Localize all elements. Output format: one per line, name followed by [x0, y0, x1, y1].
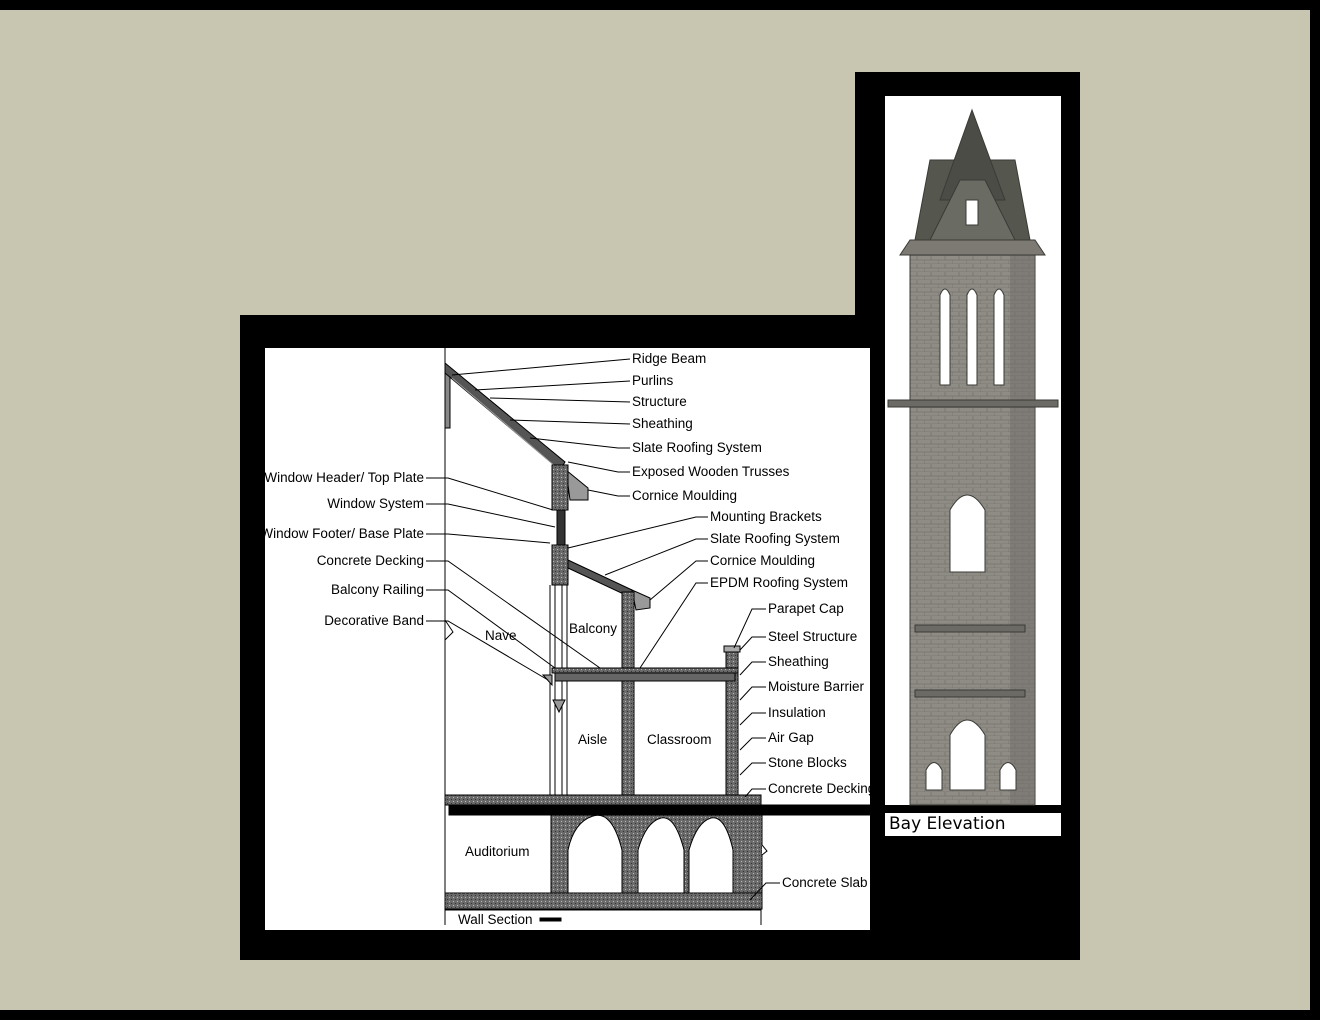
label-stone-blocks: Stone Blocks	[768, 755, 847, 770]
label-balcony-railing: Balcony Railing	[330, 582, 424, 597]
wall-section-title: Wall Section	[458, 912, 533, 927]
label-insulation: Insulation	[768, 705, 826, 720]
label-sheathing-2: Sheathing	[768, 654, 829, 669]
label-parapet-cap: Parapet Cap	[768, 601, 844, 616]
label-concrete-decking-2: Concrete Decking	[768, 781, 870, 796]
label-steel-structure: Steel Structure	[768, 629, 858, 644]
label-structure: Structure	[632, 394, 687, 409]
label-slate-roofing-2: Slate Roofing System	[710, 531, 840, 546]
label-sheathing: Sheathing	[632, 416, 693, 431]
label-concrete-slab: Concrete Slab	[782, 875, 868, 890]
label-cornice-moulding-2: Cornice Moulding	[710, 553, 816, 568]
label-window-footer: Window Footer/ Base Plate	[265, 526, 424, 541]
room-balcony: Balcony	[569, 621, 618, 636]
room-aisle: Aisle	[578, 732, 608, 747]
label-purlins: Purlins	[632, 373, 674, 388]
label-ridge-beam: Ridge Beam	[632, 351, 707, 366]
label-mounting-brackets: Mounting Brackets	[710, 509, 822, 524]
label-decorative-band: Decorative Band	[324, 613, 424, 628]
label-air-gap: Air Gap	[768, 730, 814, 745]
room-classroom: Classroom	[647, 732, 712, 747]
label-slate-roofing: Slate Roofing System	[632, 440, 762, 455]
room-nave: Nave	[485, 628, 517, 643]
label-concrete-decking: Concrete Decking	[316, 553, 424, 568]
label-window-header: Window Header/ Top Plate	[265, 470, 424, 485]
bay-elevation-title: Bay Elevation	[889, 814, 1006, 834]
label-cornice-moulding: Cornice Moulding	[632, 488, 738, 503]
label-window-system: Window System	[327, 496, 424, 511]
room-auditorium: Auditorium	[465, 844, 530, 859]
bay-elevation-caption: Bay Elevation	[885, 813, 1061, 836]
label-epdm-roofing: EPDM Roofing System	[710, 575, 849, 590]
label-moisture-barrier: Moisture Barrier	[768, 679, 865, 694]
label-exposed-trusses: Exposed Wooden Trusses	[632, 464, 790, 479]
